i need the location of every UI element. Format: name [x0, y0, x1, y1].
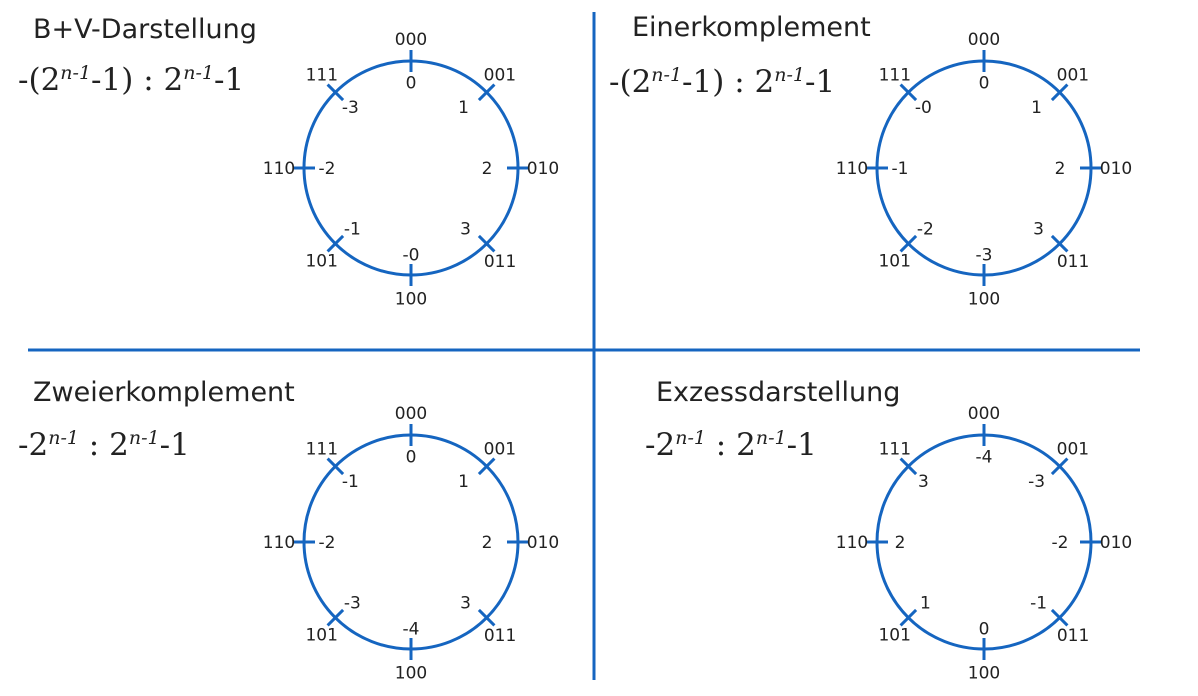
panel-title: Zweierkomplement: [33, 377, 295, 408]
binary-code-label: 100: [968, 289, 1000, 309]
binary-code-label: 101: [305, 251, 337, 271]
decimal-value-label: 3: [460, 220, 471, 240]
binary-code-label: 010: [1100, 533, 1132, 553]
decimal-value-label: 0: [979, 73, 990, 93]
decimal-value-label: 1: [920, 594, 931, 614]
range-formula: -2n-1 : 2n-1-1: [18, 427, 190, 463]
decimal-value-label: -1: [344, 220, 361, 240]
tick-mark: [899, 457, 918, 476]
tick-mark: [1050, 234, 1069, 253]
decimal-value-label: 2: [895, 533, 906, 553]
binary-code-label: 101: [878, 625, 910, 645]
tick-mark: [1050, 457, 1069, 476]
tick-mark: [477, 457, 496, 476]
panel-title: B+V-Darstellung: [33, 14, 257, 45]
decimal-value-label: 3: [918, 472, 929, 492]
binary-code-label: 100: [968, 663, 1000, 683]
tick-mark: [1050, 83, 1069, 102]
decimal-value-label: -0: [403, 246, 420, 266]
binary-code-label: 011: [1057, 252, 1089, 272]
decimal-value-label: -4: [403, 620, 420, 640]
binary-code-label: 110: [263, 533, 295, 553]
tick-mark: [899, 234, 918, 253]
panel-title: Exzessdarstellung: [656, 377, 900, 408]
decimal-value-label: 0: [406, 73, 417, 93]
binary-code-label: 010: [1100, 159, 1132, 179]
tick-mark: [477, 608, 496, 627]
tick-mark: [1050, 608, 1069, 627]
range-formula: -(2n-1-1) : 2n-1-1: [609, 64, 835, 100]
binary-code-label: 000: [395, 30, 427, 50]
binary-code-label: 000: [395, 404, 427, 424]
decimal-value-label: -1: [342, 472, 359, 492]
decimal-value-label: 0: [406, 447, 417, 467]
panel-title: Einerkomplement: [632, 12, 871, 43]
tick-mark: [326, 83, 345, 102]
number-circle: 000 -4 001 -3 010 -2 011 -1 100 0 101 1 110 2 111 3: [836, 404, 1132, 684]
binary-code-label: 000: [968, 30, 1000, 50]
tick-mark: [477, 234, 496, 253]
decimal-value-label: 2: [482, 159, 493, 179]
tick-mark: [899, 83, 918, 102]
decimal-value-label: -2: [1052, 533, 1069, 553]
binary-code-label: 010: [527, 159, 559, 179]
decimal-value-label: 1: [458, 98, 469, 118]
binary-code-label: 111: [879, 440, 911, 460]
binary-code-label: 101: [305, 625, 337, 645]
binary-code-label: 001: [484, 439, 516, 459]
decimal-value-label: -0: [915, 98, 932, 118]
decimal-value-label: 3: [1033, 220, 1044, 240]
binary-code-label: 101: [878, 251, 910, 271]
decimal-value-label: 2: [482, 533, 493, 553]
range-formula: -2n-1 : 2n-1-1: [645, 427, 817, 463]
range-formula: -(2n-1-1) : 2n-1-1: [18, 62, 244, 98]
binary-code-label: 011: [484, 626, 516, 646]
binary-code-label: 110: [836, 159, 868, 179]
decimal-value-label: 1: [458, 472, 469, 492]
decimal-value-label: -3: [342, 98, 359, 118]
decimal-value-label: 0: [979, 620, 990, 640]
decimal-value-label: 3: [460, 594, 471, 614]
binary-code-label: 111: [879, 66, 911, 86]
decimal-value-label: -3: [344, 594, 361, 614]
binary-code-label: 110: [836, 533, 868, 553]
decimal-value-label: -4: [976, 447, 993, 467]
binary-code-label: 000: [968, 404, 1000, 424]
tick-mark: [899, 608, 918, 627]
binary-code-label: 100: [395, 289, 427, 309]
binary-code-label: 011: [1057, 626, 1089, 646]
decimal-value-label: -3: [1028, 472, 1045, 492]
tick-mark: [326, 234, 345, 253]
tick-mark: [477, 83, 496, 102]
binary-code-label: 111: [306, 440, 338, 460]
binary-code-label: 001: [1057, 65, 1089, 85]
decimal-value-label: -2: [917, 220, 934, 240]
binary-code-label: 010: [527, 533, 559, 553]
binary-code-label: 111: [306, 66, 338, 86]
decimal-value-label: 1: [1031, 98, 1042, 118]
binary-code-label: 011: [484, 252, 516, 272]
tick-mark: [326, 457, 345, 476]
binary-code-label: 110: [263, 159, 295, 179]
tick-mark: [326, 608, 345, 627]
decimal-value-label: -2: [319, 533, 336, 553]
binary-code-label: 001: [484, 65, 516, 85]
binary-code-label: 001: [1057, 439, 1089, 459]
decimal-value-label: -1: [892, 159, 909, 179]
binary-code-label: 100: [395, 663, 427, 683]
decimal-value-label: 2: [1055, 159, 1066, 179]
decimal-value-label: -2: [319, 159, 336, 179]
decimal-value-label: -1: [1030, 594, 1047, 614]
decimal-value-label: -3: [976, 246, 993, 266]
